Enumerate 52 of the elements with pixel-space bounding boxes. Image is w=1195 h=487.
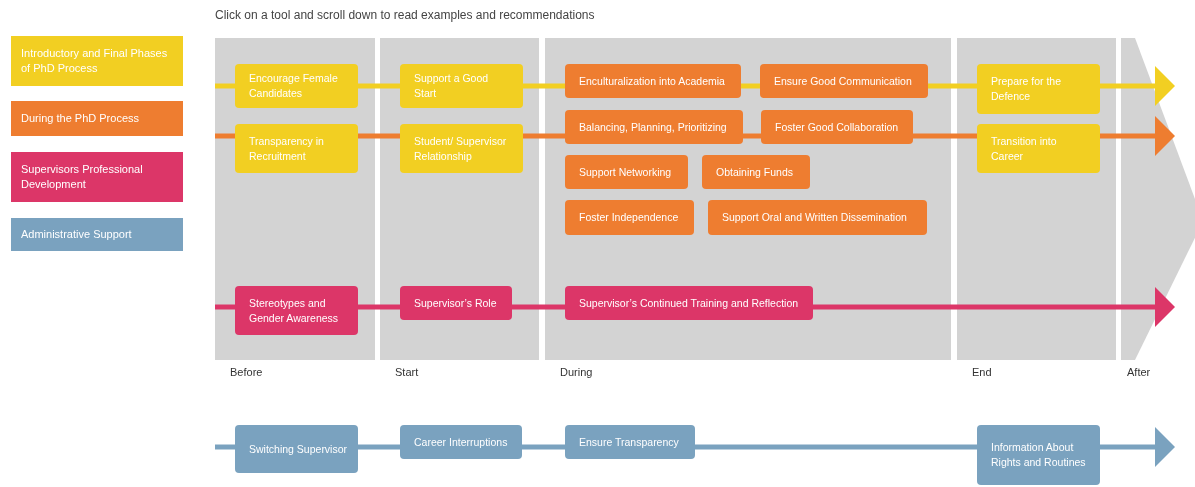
tool-box: Foster Independence bbox=[565, 200, 694, 235]
tool-box: Transparency in Recruitment bbox=[235, 124, 358, 173]
tool-box: Foster Good Collaboration bbox=[761, 110, 913, 144]
legend-item: Supervisors Professional Development bbox=[11, 152, 183, 202]
connector-line bbox=[358, 83, 400, 89]
connector-line bbox=[913, 133, 977, 139]
instruction-text: Click on a tool and scroll down to read examples and recommendations bbox=[215, 8, 595, 22]
tool-box: Support Networking bbox=[565, 155, 688, 189]
phase-label: Start bbox=[395, 366, 419, 378]
legend-item: During the PhD Process bbox=[11, 101, 183, 136]
tool-box: Enculturalization into Academia bbox=[565, 64, 741, 98]
connector-line bbox=[522, 444, 565, 450]
phase-label: After bbox=[1127, 366, 1151, 378]
tool-box: Support a Good Start bbox=[400, 64, 523, 108]
legend-item: Introductory and Final Phases of PhD Process bbox=[11, 36, 183, 86]
connector-line bbox=[743, 133, 761, 139]
tool-box: Ensure Good Communication bbox=[760, 64, 928, 98]
connector-line bbox=[741, 83, 760, 89]
tool-box: Balancing, Planning, Prioritizing bbox=[565, 110, 743, 144]
tool-box: Information About Rights and Routines bbox=[977, 425, 1100, 485]
tool-box: Stereotypes and Gender Awareness bbox=[235, 286, 358, 335]
connector-line bbox=[523, 133, 565, 139]
tool-box: Student/ Supervisor Relationship bbox=[400, 124, 523, 173]
phase-label: Before bbox=[230, 366, 263, 378]
connector-line bbox=[215, 304, 235, 310]
tool-box: Switching Supervisor bbox=[235, 425, 358, 473]
connector-line bbox=[695, 444, 977, 450]
connector-line bbox=[215, 83, 235, 89]
arrow bbox=[1100, 66, 1175, 106]
tool-box: Supervisor’s Role bbox=[400, 286, 512, 320]
tool-box: Prepare for the Defence bbox=[977, 64, 1100, 114]
connector-line bbox=[215, 444, 235, 450]
phase-label: End bbox=[972, 366, 992, 378]
arrow bbox=[1100, 427, 1175, 467]
tool-box: Career Interruptions bbox=[400, 425, 522, 459]
connector-line bbox=[215, 133, 235, 139]
tool-box: Support Oral and Written Dissemination bbox=[708, 200, 927, 235]
tool-box: Obtaining Funds bbox=[702, 155, 810, 189]
connector-line bbox=[358, 133, 400, 139]
tool-box: Ensure Transparency bbox=[565, 425, 695, 459]
connector-line bbox=[358, 304, 400, 310]
connector-line bbox=[928, 83, 977, 89]
tool-box: Transition into Career bbox=[977, 124, 1100, 173]
arrow bbox=[1100, 116, 1175, 156]
tool-box: Supervisor’s Continued Training and Reflection bbox=[565, 286, 813, 320]
phase-label: During bbox=[560, 366, 593, 378]
arrow bbox=[813, 287, 1175, 327]
connector-line bbox=[358, 444, 400, 450]
tool-box: Encourage Female Candidates bbox=[235, 64, 358, 108]
connector-line bbox=[512, 304, 565, 310]
legend-item: Administrative Support bbox=[11, 218, 183, 251]
connector-line bbox=[523, 83, 565, 89]
